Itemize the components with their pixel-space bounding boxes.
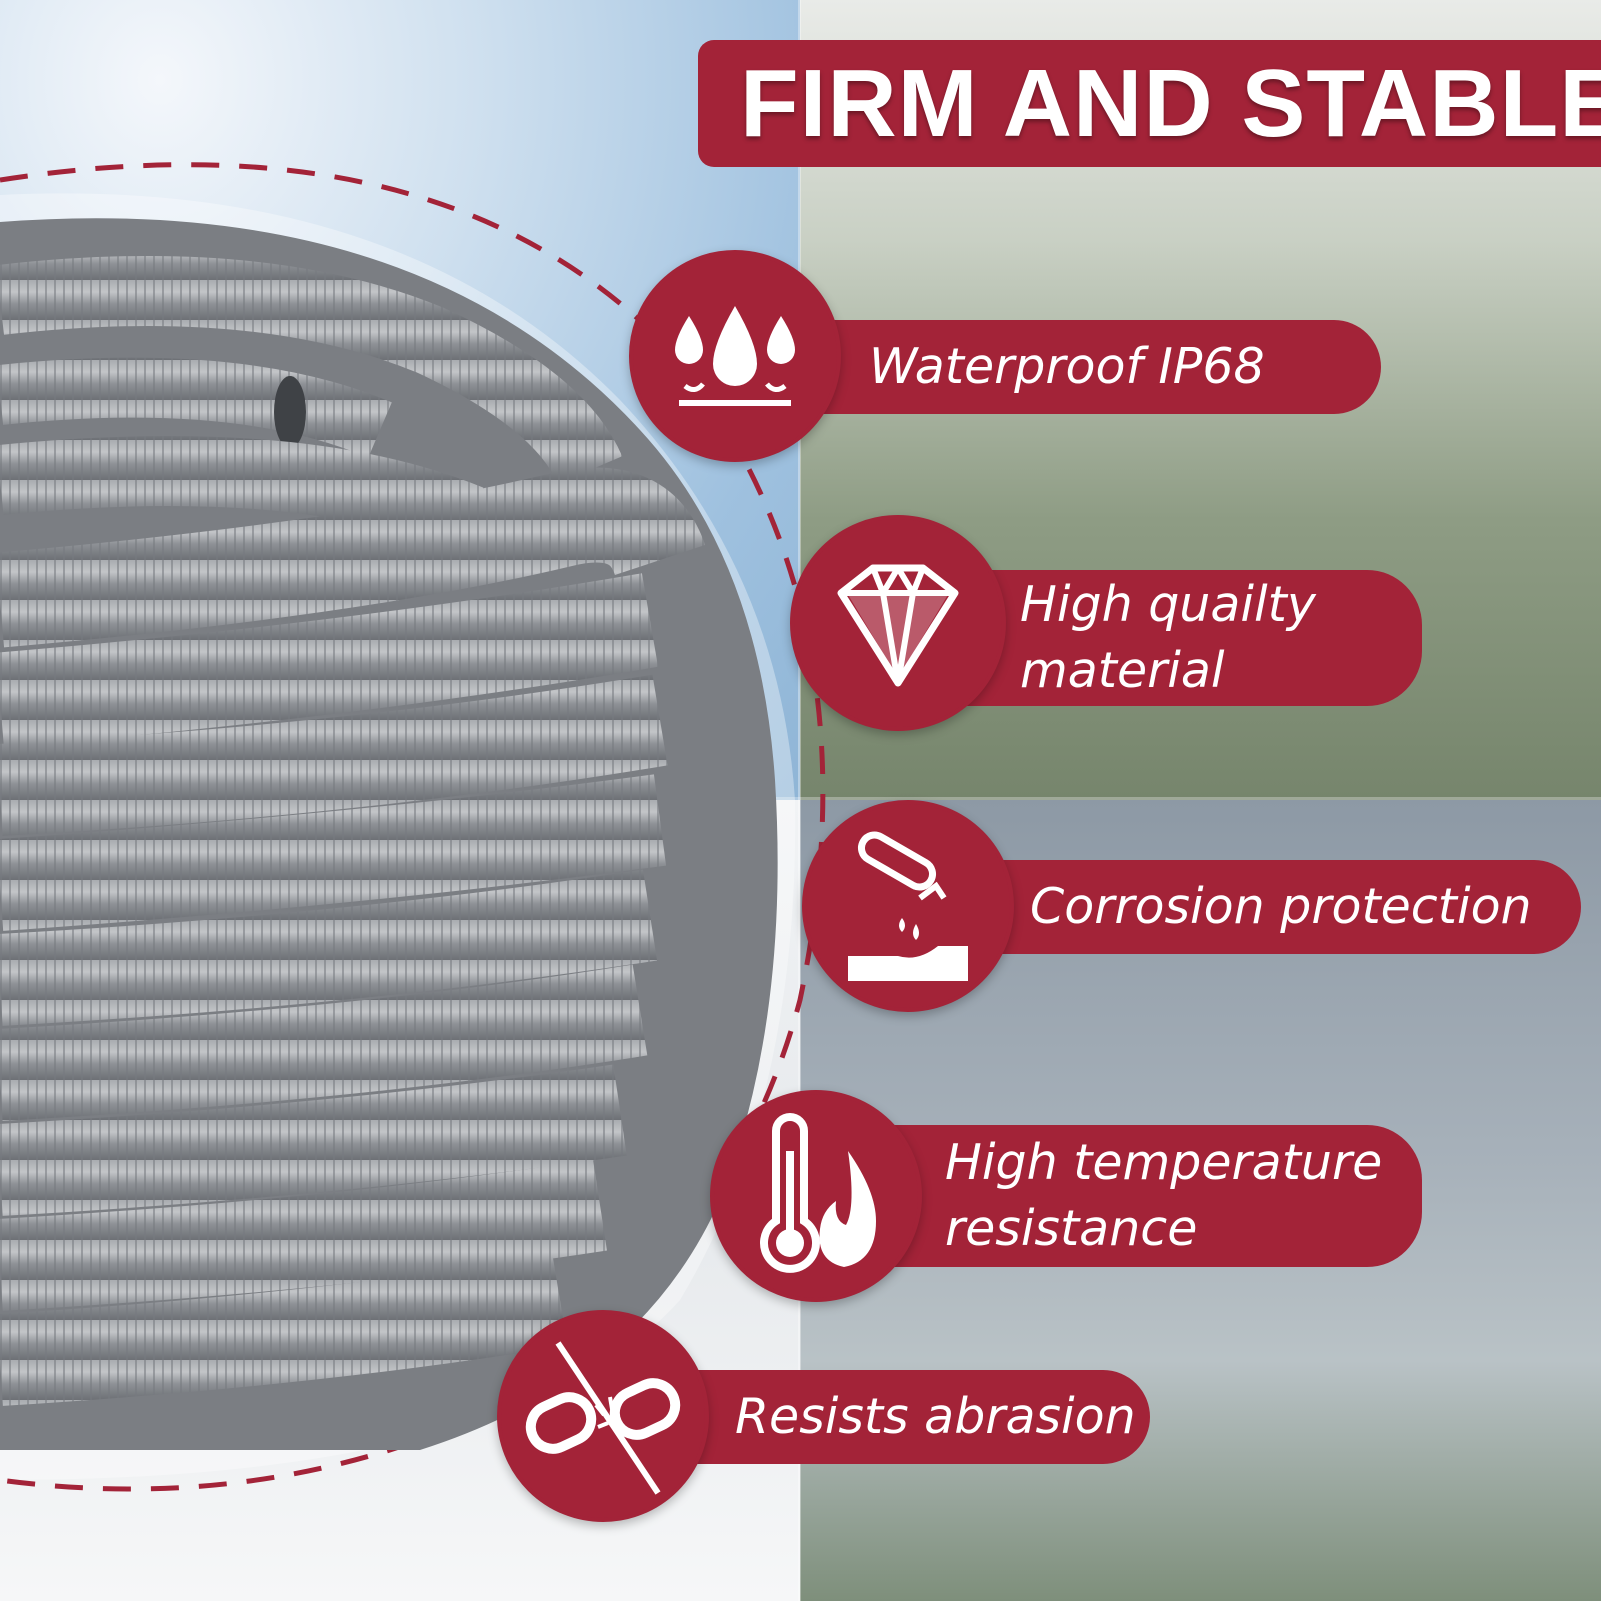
feature-label-line2: material xyxy=(1020,642,1225,699)
hose-opening xyxy=(274,376,306,448)
feature-label-line1: High quailty xyxy=(1020,576,1316,634)
feature-label-line2: resistance xyxy=(945,1200,1198,1257)
feature-label: Resists abrasion xyxy=(735,1388,1136,1446)
title-banner: FIRM AND STABLE xyxy=(698,40,1601,167)
page-title: FIRM AND STABLE xyxy=(740,49,1601,157)
vertical-divider xyxy=(798,0,801,1601)
feature-label: Corrosion protection xyxy=(1030,878,1532,936)
feature-label: Waterproof IP68 xyxy=(869,338,1265,396)
thermometer-flame-icon xyxy=(710,1090,922,1302)
feature-temperature: High temperature resistance xyxy=(840,1125,1422,1267)
diamond-icon xyxy=(790,515,1006,731)
water-drops-icon xyxy=(629,250,841,462)
hose-coil xyxy=(0,218,778,1450)
broken-chain-icon xyxy=(497,1310,709,1522)
feature-waterproof: Waterproof IP68 xyxy=(760,320,1381,414)
acid-test-tube-icon xyxy=(802,800,1014,1012)
horizontal-divider xyxy=(0,797,1601,800)
feature-corrosion: Corrosion protection xyxy=(910,860,1581,954)
feature-label-line1: High temperature xyxy=(945,1134,1383,1192)
